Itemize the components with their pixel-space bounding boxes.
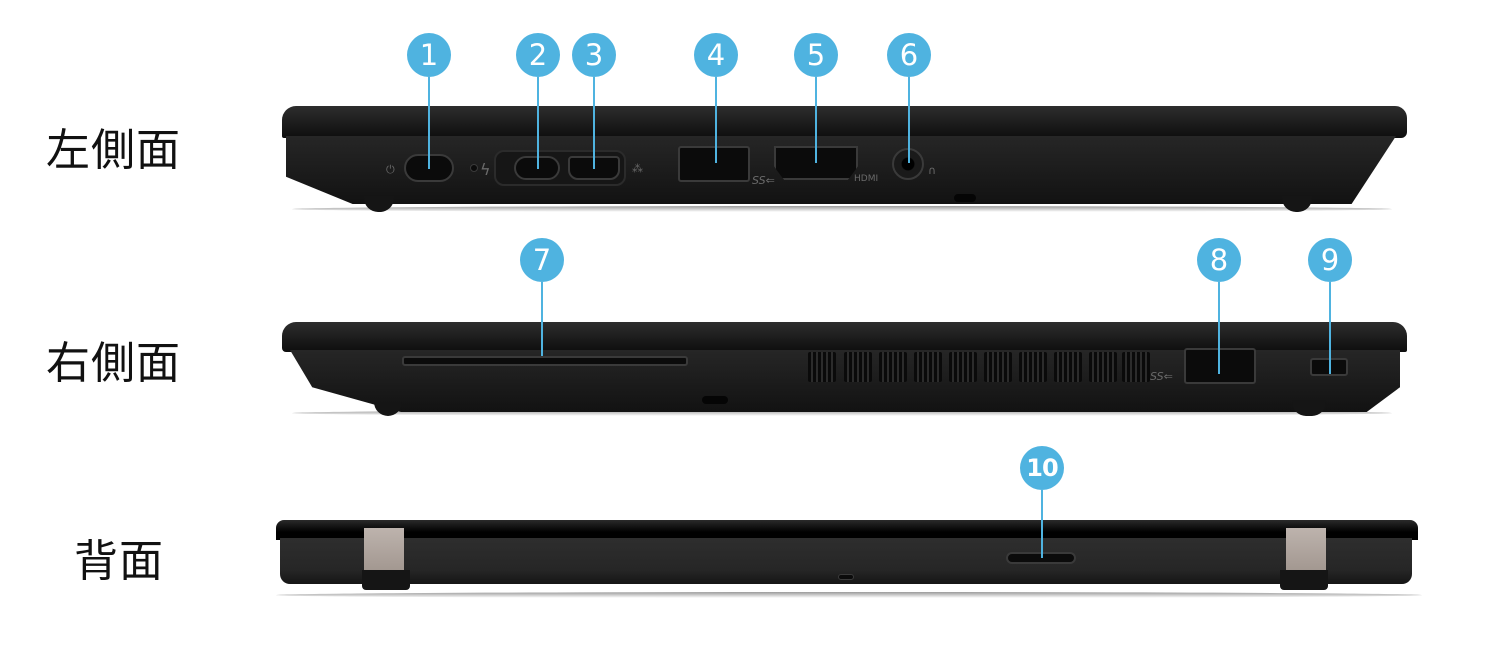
led-indicator	[470, 164, 478, 172]
foot	[702, 396, 728, 404]
laptop-back	[276, 518, 1422, 604]
power-icon: ⏻	[386, 163, 395, 176]
ss-usb-icon: SS⇐	[1150, 370, 1173, 383]
leader-line-9	[1329, 282, 1331, 374]
hinge-left	[364, 528, 404, 570]
callout-2: 2	[516, 33, 560, 77]
shadow	[292, 206, 1392, 212]
callout-8: 8	[1197, 238, 1241, 282]
leader-line-6	[908, 77, 910, 163]
callout-9: 9	[1308, 238, 1352, 282]
thunderbolt-icon: ϟ	[480, 160, 491, 179]
leader-line-3	[593, 77, 595, 169]
view-label-right: 右側面	[46, 338, 181, 389]
smart-card-slot[interactable]	[402, 356, 688, 366]
network-icon: ⁂	[632, 162, 643, 175]
leader-line-2	[537, 77, 539, 169]
small-vent	[838, 574, 854, 580]
laptop-left-side: ⏻ ϟ ⁂ SS⇐ HDMI ∩	[282, 106, 1412, 216]
foot	[954, 194, 976, 202]
view-label-back: 背面	[74, 536, 164, 587]
laptop-right-side: SS⇐	[282, 318, 1412, 418]
hdmi-icon: HDMI	[854, 174, 879, 184]
usb-a-always-on-port[interactable]	[1184, 348, 1256, 384]
foot	[1282, 196, 1312, 212]
foot	[364, 196, 394, 212]
callout-7: 7	[520, 238, 564, 282]
shadow	[292, 410, 1392, 416]
foot	[374, 402, 402, 416]
ss-usb-icon: SS⇐	[752, 174, 775, 187]
callout-10: 10	[1020, 446, 1064, 490]
callout-5: 5	[794, 33, 838, 77]
foot	[362, 570, 410, 590]
callout-4: 4	[694, 33, 738, 77]
leader-line-10	[1041, 490, 1043, 558]
leader-line-8	[1218, 282, 1220, 374]
shadow	[276, 592, 1422, 598]
leader-line-5	[815, 77, 817, 163]
leader-line-7	[541, 282, 543, 356]
foot	[1292, 400, 1326, 416]
callout-3: 3	[572, 33, 616, 77]
callout-6: 6	[887, 33, 931, 77]
foot	[1280, 570, 1328, 590]
lid	[282, 106, 1407, 138]
callout-1: 1	[407, 33, 451, 77]
headset-icon: ∩	[928, 164, 937, 177]
usb-a-port[interactable]	[678, 146, 750, 182]
hinge-right	[1286, 528, 1326, 570]
leader-line-1	[428, 77, 430, 169]
lid	[276, 520, 1418, 540]
view-label-left: 左側面	[46, 125, 181, 176]
leader-line-4	[715, 77, 717, 163]
